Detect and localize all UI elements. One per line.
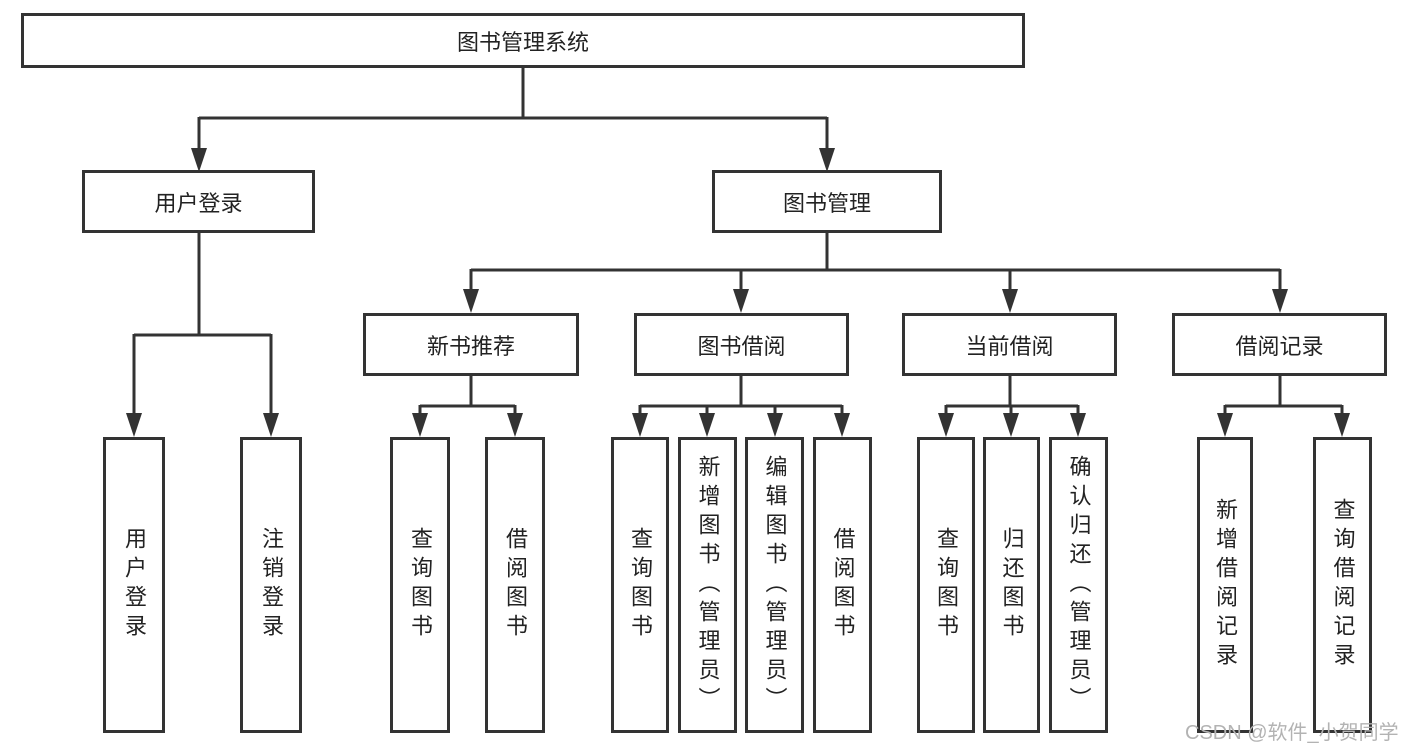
leaf-query-borrow-record: 查询借阅记录	[1313, 437, 1372, 733]
node-label: 用户登录	[154, 190, 243, 216]
leaf-label: 查询借阅记录	[1330, 498, 1356, 672]
connector-path	[132, 68, 1344, 416]
arrow-icon	[767, 413, 783, 437]
arrow-icon	[191, 148, 207, 172]
leaf-label: 新增借阅记录	[1213, 498, 1238, 672]
arrow-icon	[412, 413, 428, 437]
leaf-label: 查询图书	[628, 527, 653, 643]
arrow-icon	[1002, 289, 1018, 313]
arrow-icon	[699, 413, 715, 437]
node-new-book-recommendation: 新书推荐	[363, 313, 579, 376]
node-label: 图书管理	[782, 190, 871, 216]
node-label: 借阅记录	[1235, 333, 1324, 359]
leaf-add-book-admin: 新增图书（管理员）	[678, 437, 737, 733]
arrow-icon	[938, 413, 954, 437]
node-label: 图书借阅	[697, 333, 786, 359]
arrow-icon	[263, 413, 279, 437]
leaf-user-login: 用户登录	[103, 437, 165, 733]
arrow-icon	[1070, 413, 1086, 437]
arrow-icon	[1334, 413, 1350, 437]
arrow-icon	[507, 413, 523, 437]
leaf-query-books-borrowing: 查询图书	[611, 437, 669, 733]
node-borrowing-records: 借阅记录	[1172, 313, 1387, 376]
leaf-edit-book-admin: 编辑图书（管理员）	[745, 437, 804, 733]
arrow-icon	[463, 289, 479, 313]
leaf-label: 归还图书	[999, 527, 1025, 643]
leaf-label: 新增图书（管理员）	[695, 454, 721, 716]
leaf-add-borrow-record: 新增借阅记录	[1197, 437, 1253, 733]
arrow-icon	[632, 413, 648, 437]
leaf-logout: 注销登录	[240, 437, 302, 733]
leaf-confirm-return-admin: 确认归还（管理员）	[1049, 437, 1108, 733]
leaf-borrow-books: 借阅图书	[813, 437, 872, 733]
arrow-icon	[834, 413, 850, 437]
leaf-query-books-recommend: 查询图书	[390, 437, 450, 733]
leaf-label: 查询图书	[408, 527, 433, 643]
node-label: 新书推荐	[426, 333, 515, 359]
leaf-label: 借阅图书	[830, 527, 856, 643]
leaf-label: 查询图书	[934, 527, 959, 643]
node-book-borrowing: 图书借阅	[634, 313, 849, 376]
leaf-label: 编辑图书（管理员）	[762, 454, 788, 716]
node-book-management-branch: 图书管理	[712, 170, 942, 233]
node-user-login-branch: 用户登录	[82, 170, 315, 233]
csdn-watermark: CSDN @软件_小贺同学	[1185, 722, 1399, 744]
leaf-return-books: 归还图书	[983, 437, 1040, 733]
node-label: 图书管理系统	[456, 29, 589, 55]
leaf-label: 借阅图书	[503, 527, 528, 643]
leaf-borrow-books-recommend: 借阅图书	[485, 437, 545, 733]
node-library-management-system: 图书管理系统	[21, 13, 1025, 68]
node-label: 当前借阅	[965, 333, 1054, 359]
leaf-query-books-current: 查询图书	[917, 437, 975, 733]
arrow-icon	[1272, 289, 1288, 313]
arrow-icon	[1003, 413, 1019, 437]
leaf-label: 注销登录	[259, 527, 284, 643]
leaf-label: 用户登录	[122, 527, 147, 643]
arrow-icon	[819, 148, 835, 172]
arrow-icon	[126, 413, 142, 437]
arrow-icon	[733, 289, 749, 313]
arrow-icon	[1217, 413, 1233, 437]
leaf-label: 确认归还（管理员）	[1066, 454, 1092, 716]
node-current-borrowing: 当前借阅	[902, 313, 1117, 376]
